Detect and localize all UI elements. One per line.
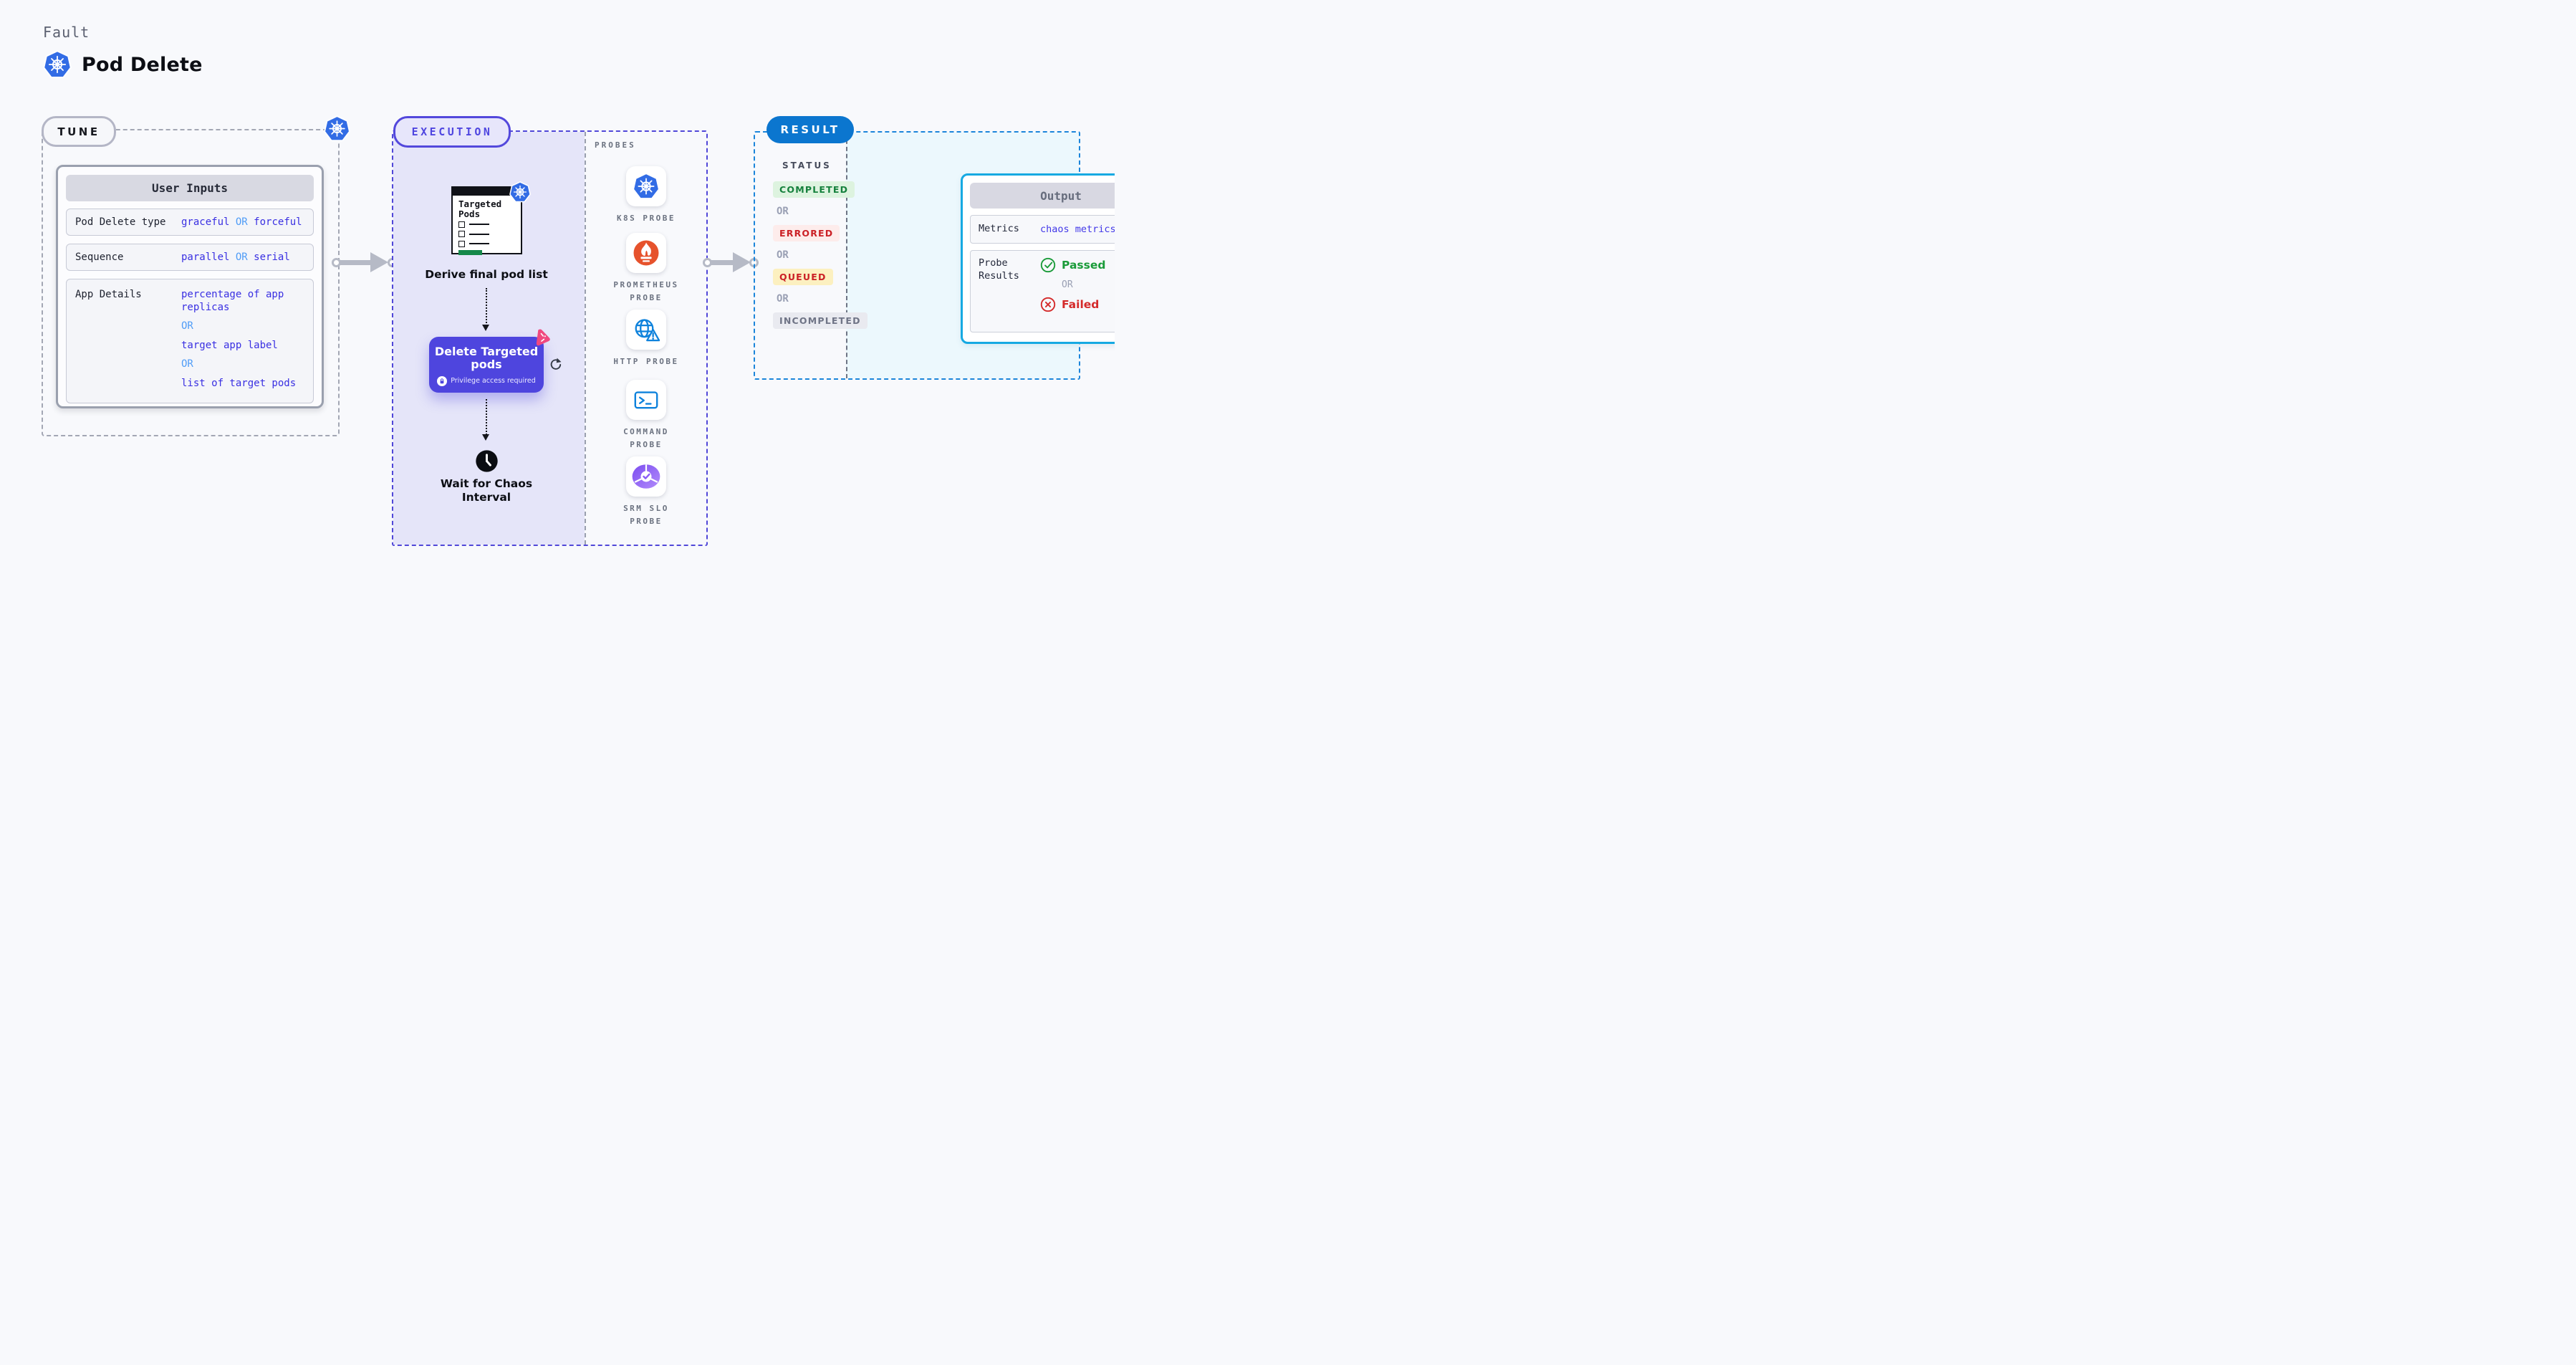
probe-command: COMMAND PROBE xyxy=(586,380,706,451)
input-row-pod-delete-type: Pod Delete type graceful OR forceful xyxy=(66,209,314,236)
chaos-badge-icon xyxy=(532,327,553,348)
input-value: graceful OR forceful xyxy=(181,216,302,228)
probe-label: COMMAND PROBE xyxy=(623,427,669,450)
probe-label: HTTP PROBE xyxy=(613,357,679,366)
metrics-label: Metrics xyxy=(979,223,1019,235)
input-row-sequence: Sequence parallel OR serial xyxy=(66,244,314,271)
status-badge-incompleted: INCOMPLETED xyxy=(773,312,868,329)
user-inputs-title: User Inputs xyxy=(66,175,314,201)
probe-label: K8S PROBE xyxy=(616,214,676,223)
status-list: COMPLETED OR ERRORED OR QUEUED OR INCOMP… xyxy=(773,181,868,329)
status-title: STATUS xyxy=(782,161,832,171)
kubernetes-icon xyxy=(324,115,350,142)
or-text: OR xyxy=(777,206,789,217)
wait-chaos-interval-label: Wait for Chaos Interval xyxy=(440,477,533,504)
probe-results-label: Probe Results xyxy=(979,257,1019,282)
kubernetes-icon xyxy=(509,181,531,203)
probes-panel: PROBES K8S PROBE PROMETHEUS PROBE HTTP P… xyxy=(585,132,706,545)
card-top-bar xyxy=(453,188,521,196)
or-text: OR xyxy=(1062,279,1073,290)
execution-flow-area: Targeted Pods Derive final pod list Dele… xyxy=(393,132,585,545)
probe-results-value: Passed OR Failed xyxy=(1040,257,1105,312)
failed-text: Failed xyxy=(1062,298,1100,311)
output-area: Output Metrics chaos metrics Probe Resul… xyxy=(846,133,1115,378)
derive-pod-list-label: Derive final pod list xyxy=(425,268,548,281)
clock-icon xyxy=(475,449,499,473)
page-header: Pod Delete xyxy=(43,50,203,79)
execution-section-box: Targeted Pods Derive final pod list Dele… xyxy=(392,130,708,546)
pod-delete-fault-diagram: Fault Pod Delete TUNE User Inputs Pod De… xyxy=(0,0,1115,590)
tune-label-pill: TUNE xyxy=(42,116,116,147)
down-dotted-arrow xyxy=(482,288,489,331)
delete-targeted-pods-card: Delete Targeted pods Privilege access re… xyxy=(429,337,544,393)
tune-to-execution-arrow xyxy=(332,252,397,272)
output-row-metrics: Metrics chaos metrics xyxy=(970,215,1115,244)
passed-text: Passed xyxy=(1062,259,1106,272)
lock-icon xyxy=(437,375,448,386)
fault-eyebrow: Fault xyxy=(43,24,90,41)
input-label: Pod Delete type xyxy=(75,216,166,228)
user-inputs-card: User Inputs Pod Delete type graceful OR … xyxy=(56,165,324,408)
targeted-pods-card: Targeted Pods xyxy=(451,186,522,256)
result-section-box: Output Metrics chaos metrics Probe Resul… xyxy=(754,131,1115,380)
probe-prometheus: PROMETHEUS PROBE xyxy=(586,233,706,305)
probes-title: PROBES xyxy=(595,140,636,150)
check-circle-icon xyxy=(1040,257,1056,273)
execution-label-pill: EXECUTION xyxy=(393,116,511,148)
probe-label: PROMETHEUS PROBE xyxy=(613,280,679,303)
execution-to-result-arrow xyxy=(703,252,759,272)
result-label-pill: RESULT xyxy=(766,116,854,143)
slo-pie-check-icon xyxy=(626,456,666,497)
http-globe-warning-icon xyxy=(626,310,666,350)
prometheus-icon xyxy=(626,233,666,273)
status-badge-errored: ERRORED xyxy=(773,225,840,241)
probe-srm-slo: SRM SLO PROBE xyxy=(586,456,706,528)
down-dotted-arrow xyxy=(482,399,489,441)
pod-checklist-item xyxy=(458,221,515,228)
tune-section-box xyxy=(42,129,340,436)
pod-checklist-item xyxy=(458,240,515,247)
pod-checklist-item xyxy=(458,231,515,238)
targeted-pods-title: Targeted Pods xyxy=(458,198,502,220)
status-badge-completed: COMPLETED xyxy=(773,181,855,198)
progress-bar xyxy=(458,250,482,256)
kubernetes-icon xyxy=(43,50,72,79)
input-label: Sequence xyxy=(75,252,124,263)
input-label: App Details xyxy=(75,289,142,300)
privilege-note: Privilege access required xyxy=(437,375,536,386)
probe-http: HTTP PROBE xyxy=(586,310,706,368)
x-circle-icon xyxy=(1040,297,1056,312)
input-row-app-details: App Details percentage of app replicas O… xyxy=(66,279,314,403)
output-row-probe-results: Probe Results Passed OR Failed xyxy=(970,250,1115,332)
output-title: Output xyxy=(970,183,1115,209)
kubernetes-icon xyxy=(626,166,666,206)
refresh-loop-icon xyxy=(548,357,563,372)
probe-label: SRM SLO PROBE xyxy=(623,504,669,527)
terminal-icon xyxy=(626,380,666,420)
page-title: Pod Delete xyxy=(82,53,203,76)
status-badge-queued: QUEUED xyxy=(773,269,833,285)
output-card: Output Metrics chaos metrics Probe Resul… xyxy=(961,173,1115,344)
input-value: parallel OR serial xyxy=(181,252,290,263)
metrics-value: chaos metrics xyxy=(1040,224,1115,235)
delete-card-title: Delete Targeted pods xyxy=(434,345,539,371)
or-text: OR xyxy=(777,249,789,261)
probe-k8s: K8S PROBE xyxy=(586,166,706,225)
or-text: OR xyxy=(777,293,789,305)
input-value: percentage of app replicas OR target app… xyxy=(181,289,297,389)
